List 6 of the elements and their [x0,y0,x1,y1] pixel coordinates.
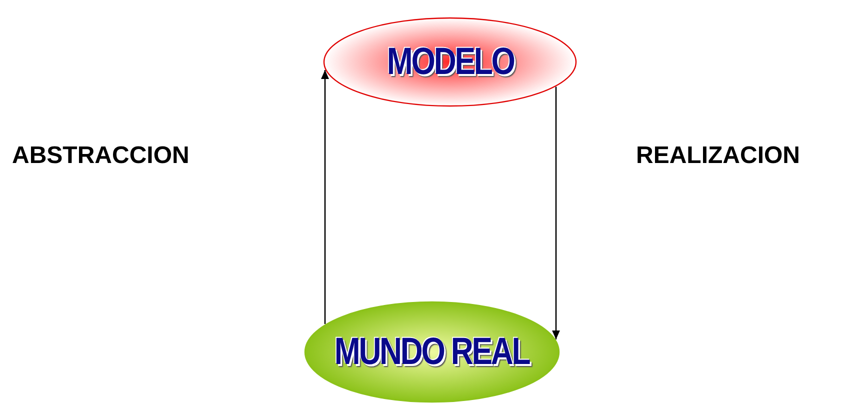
arrow [321,70,329,324]
node-title: MODELO [386,40,514,84]
node-title: MUNDO REAL [334,330,530,374]
process-label: ABSTRACCION [12,141,190,171]
arrow [552,86,560,340]
process-label: REALIZACION [636,141,800,171]
